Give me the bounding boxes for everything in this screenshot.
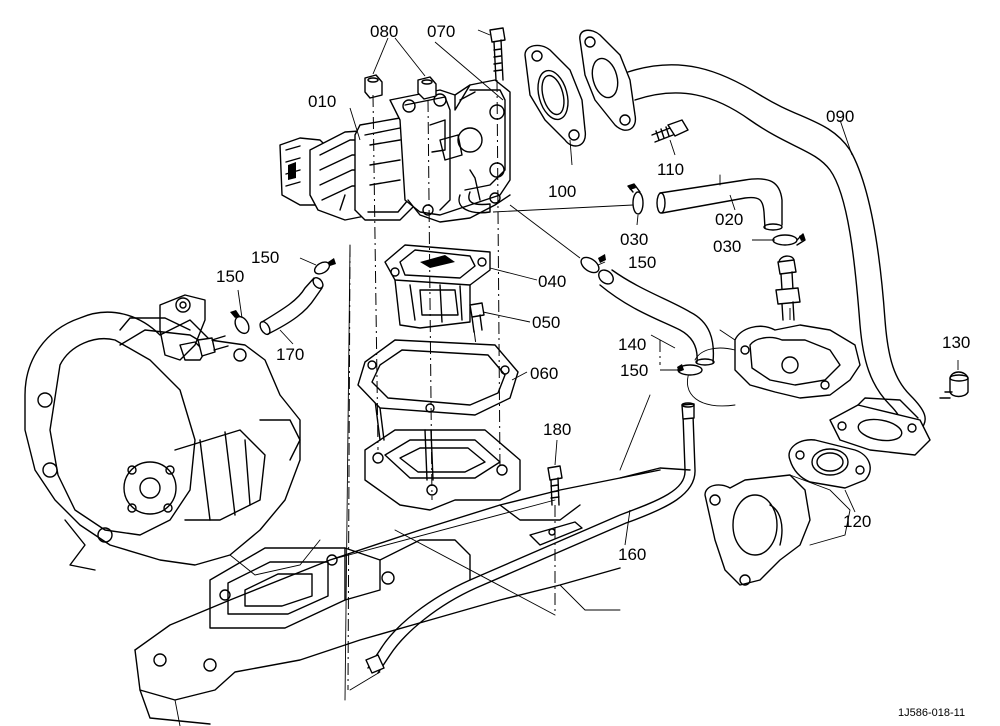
water-joint-fitting <box>775 255 801 321</box>
callout-170: 170 <box>276 345 304 364</box>
callout-090: 090 <box>826 107 854 126</box>
callout-130: 130 <box>942 333 970 352</box>
callout-150-d: 150 <box>216 267 244 286</box>
gasket-060 <box>357 339 519 416</box>
clamp-150-a <box>580 254 606 274</box>
callout-110: 110 <box>657 160 684 179</box>
bolt-070 <box>489 27 506 81</box>
nut-080-b <box>417 76 437 100</box>
gasket-100 <box>524 44 586 147</box>
hose-140 <box>598 269 715 366</box>
bolt-180 <box>547 465 563 506</box>
callout-060: 060 <box>530 364 558 383</box>
callout-050: 050 <box>532 313 560 332</box>
assembly-center-lines <box>329 79 791 701</box>
intake-manifold <box>134 467 691 726</box>
callout-030-b: 030 <box>713 237 741 256</box>
cylinder-head-section <box>687 324 861 407</box>
bolt-050 <box>469 302 485 333</box>
clamp-150-c <box>313 258 336 275</box>
callout-120: 120 <box>843 512 871 531</box>
egr-mount-flange <box>364 399 521 511</box>
clamp-150-d <box>230 310 250 335</box>
clamp-150-b <box>677 364 703 376</box>
bolt-130 <box>939 371 969 399</box>
nut-080-a <box>364 74 383 99</box>
callout-080: 080 <box>370 22 398 41</box>
callout-010: 010 <box>308 92 336 111</box>
hose-020 <box>656 178 783 231</box>
drawing-code: 1J586-018-11 <box>898 707 965 719</box>
callout-020: 020 <box>715 210 743 229</box>
water-pump-housing <box>24 311 321 576</box>
egr-pipe-090 <box>579 29 931 456</box>
egr-valve <box>279 79 511 223</box>
callout-100: 100 <box>548 182 576 201</box>
exhaust-manifold-outlet <box>704 474 851 586</box>
bolt-110 <box>651 119 689 143</box>
gasket-120 <box>788 439 871 489</box>
callout-140: 140 <box>618 335 646 354</box>
water-flange-fitting <box>159 294 229 361</box>
callout-150-b: 150 <box>620 361 648 380</box>
clamp-030-b <box>772 233 806 246</box>
callout-040: 040 <box>538 272 566 291</box>
callout-180: 180 <box>543 420 571 439</box>
spacer-040 <box>384 244 491 329</box>
hose-170 <box>259 277 324 336</box>
leader-lines <box>237 29 959 546</box>
pipe-160 <box>365 402 696 674</box>
clamp-030-a <box>627 183 644 215</box>
callout-030-a: 030 <box>620 230 648 249</box>
callout-070: 070 <box>427 22 455 41</box>
callout-150-c: 150 <box>251 248 279 267</box>
callout-150-a: 150 <box>628 253 656 272</box>
callout-labels: 010 020 030 030 040 050 060 070 080 090 … <box>216 22 970 564</box>
callout-160: 160 <box>618 545 646 564</box>
